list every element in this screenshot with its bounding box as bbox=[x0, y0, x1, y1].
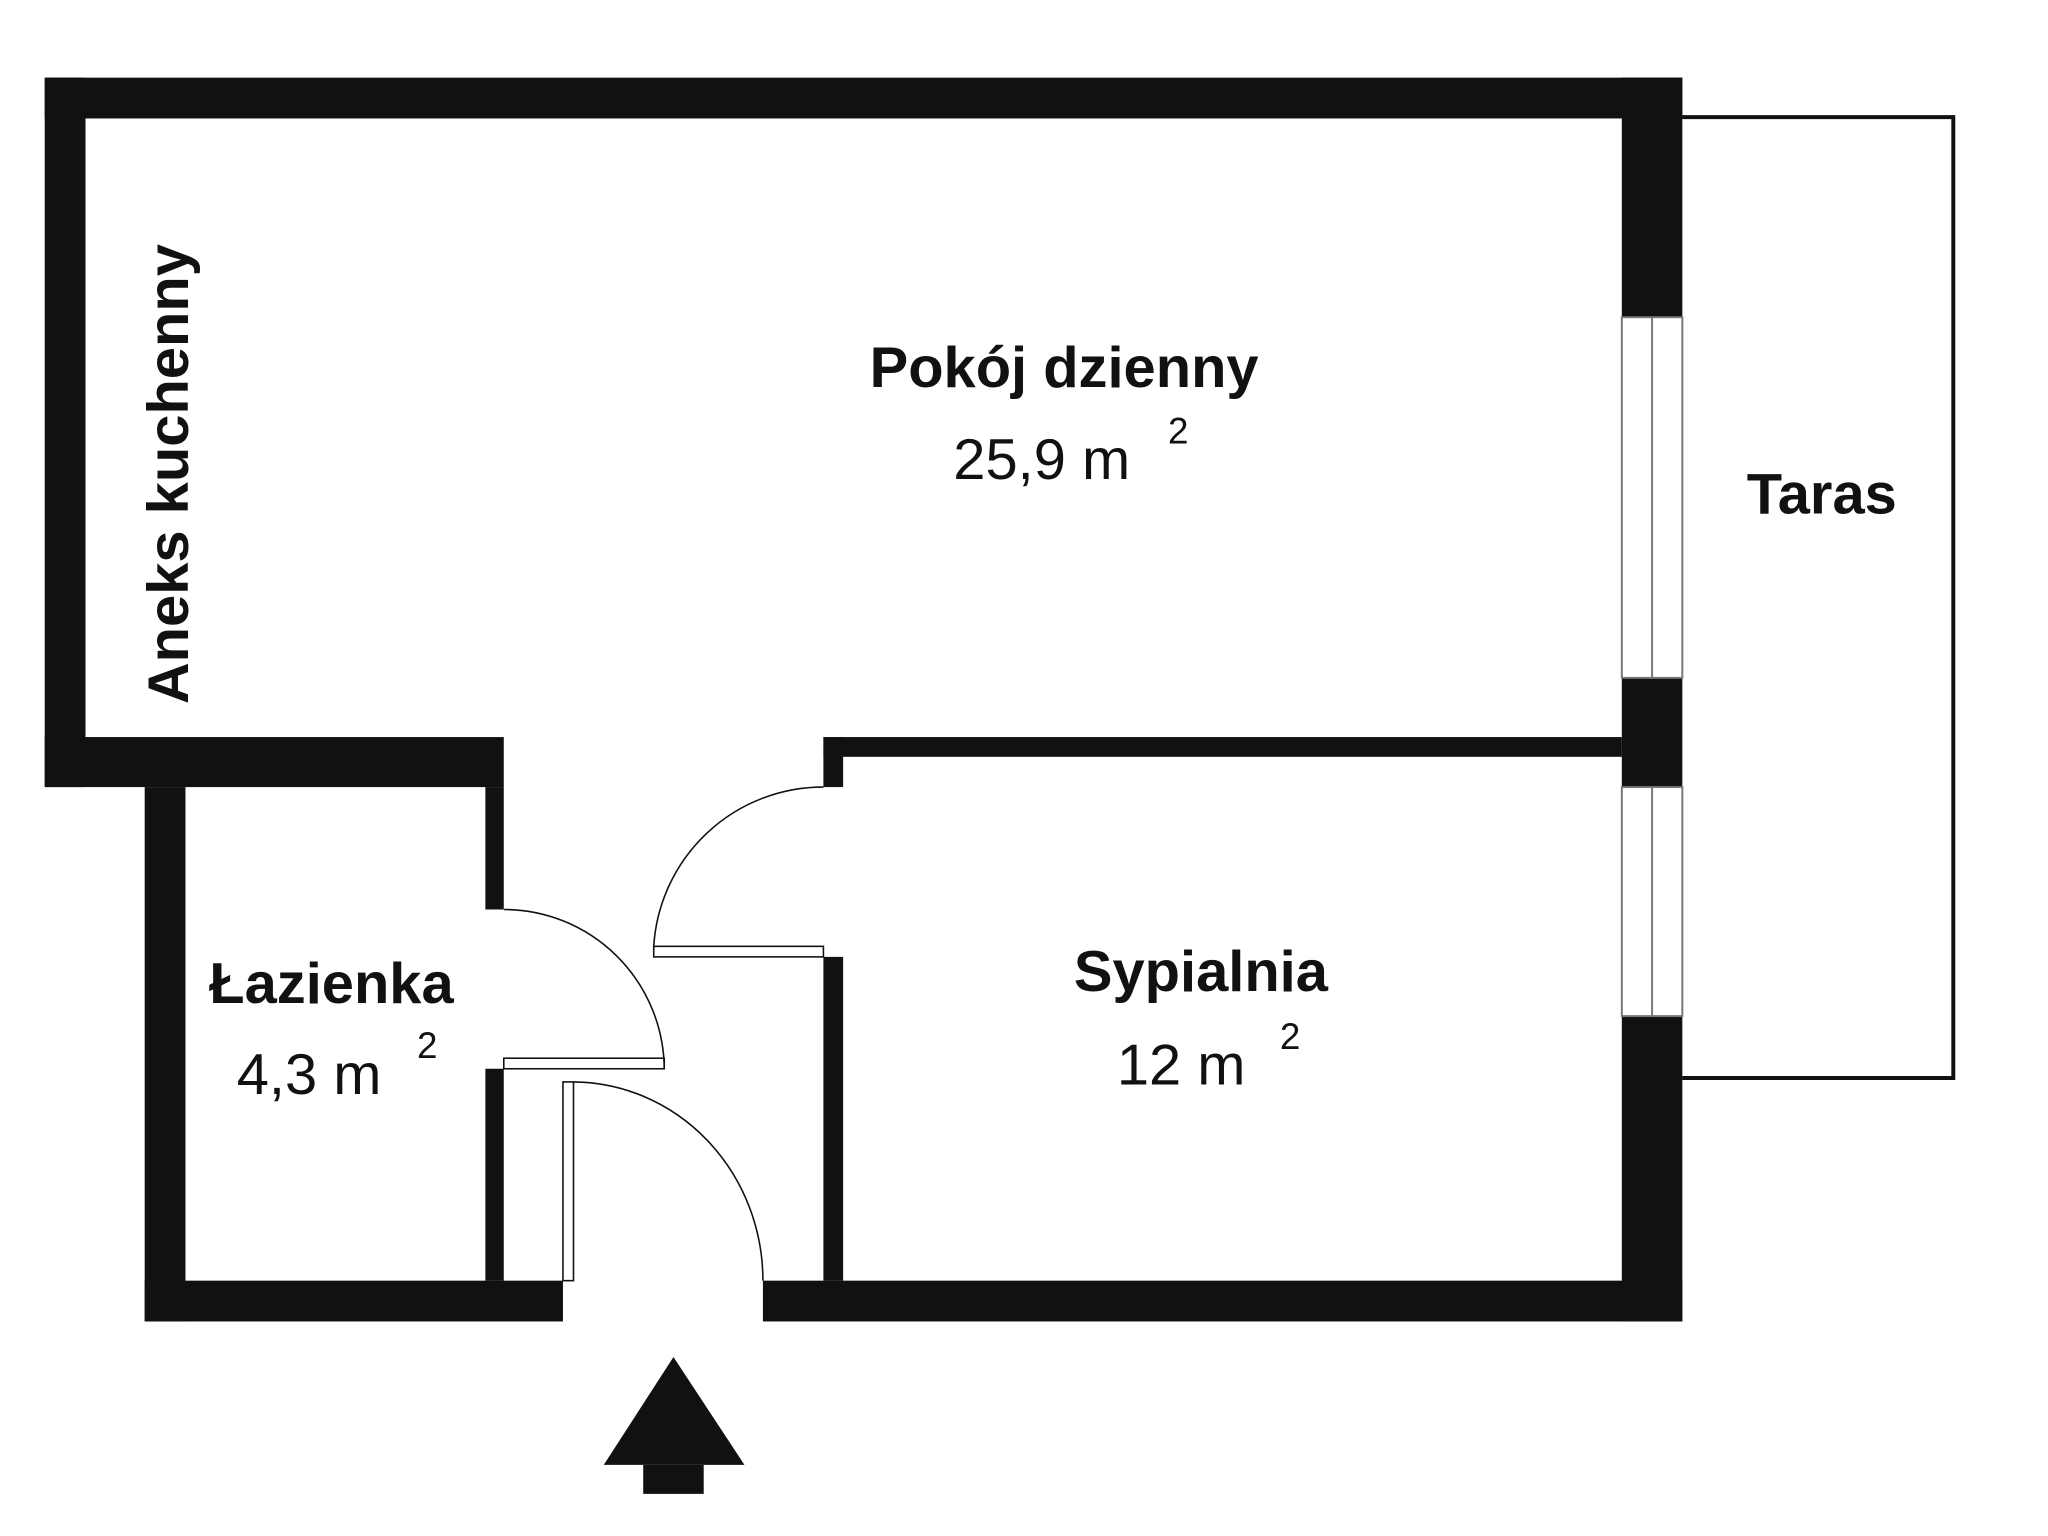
wall-bottom-right bbox=[762, 1280, 1683, 1322]
walls bbox=[44, 77, 1683, 1322]
wall-bedroom-top bbox=[823, 737, 1622, 757]
door-bathroom-leaf bbox=[502, 1057, 666, 1070]
wall-bedroom-left-2 bbox=[823, 956, 844, 1281]
room-area-bedroom-exp: 2 bbox=[1280, 1016, 1300, 1057]
room-name-bedroom: Sypialnia bbox=[1074, 940, 1329, 1004]
door-entrance-leaf bbox=[562, 1081, 575, 1282]
door-entrance-arc bbox=[573, 1081, 764, 1281]
room-area-bathroom: 4,3 m bbox=[237, 1043, 382, 1107]
room-area-bathroom-exp: 2 bbox=[417, 1025, 437, 1066]
doors bbox=[502, 786, 825, 1282]
wall-top bbox=[44, 77, 1683, 119]
wall-kitchen-bottom bbox=[44, 737, 504, 788]
wall-bottom-left bbox=[144, 1280, 563, 1322]
room-name-kitchen: Aneks kuchenny bbox=[137, 244, 201, 704]
room-area-bedroom: 12 m bbox=[1117, 1034, 1246, 1098]
door-bedroom-leaf bbox=[652, 945, 825, 958]
door-bathroom-arc bbox=[503, 908, 666, 1069]
room-name-living: Pokój dzienny bbox=[870, 336, 1259, 400]
door-bedroom-arc bbox=[652, 786, 824, 947]
wall-bathroom-right-1 bbox=[485, 787, 504, 910]
arrow-up-icon bbox=[603, 1356, 745, 1494]
room-name-terrace: Taras bbox=[1747, 462, 1897, 526]
wall-right-2 bbox=[1621, 677, 1683, 788]
room-area-living: 25,9 m bbox=[953, 428, 1130, 492]
wall-right-3 bbox=[1621, 1016, 1683, 1322]
room-area-living-exp: 2 bbox=[1168, 411, 1188, 452]
wall-left bbox=[44, 77, 86, 788]
room-name-bathroom: Łazienka bbox=[209, 952, 454, 1016]
wall-bathroom-right-2 bbox=[485, 1068, 504, 1281]
terrace-outline bbox=[1682, 115, 1956, 1080]
wall-right-1 bbox=[1621, 77, 1683, 318]
windows bbox=[1620, 316, 1684, 1018]
wall-bedroom-left-1 bbox=[823, 737, 844, 788]
wall-bathroom-left bbox=[144, 787, 186, 1322]
